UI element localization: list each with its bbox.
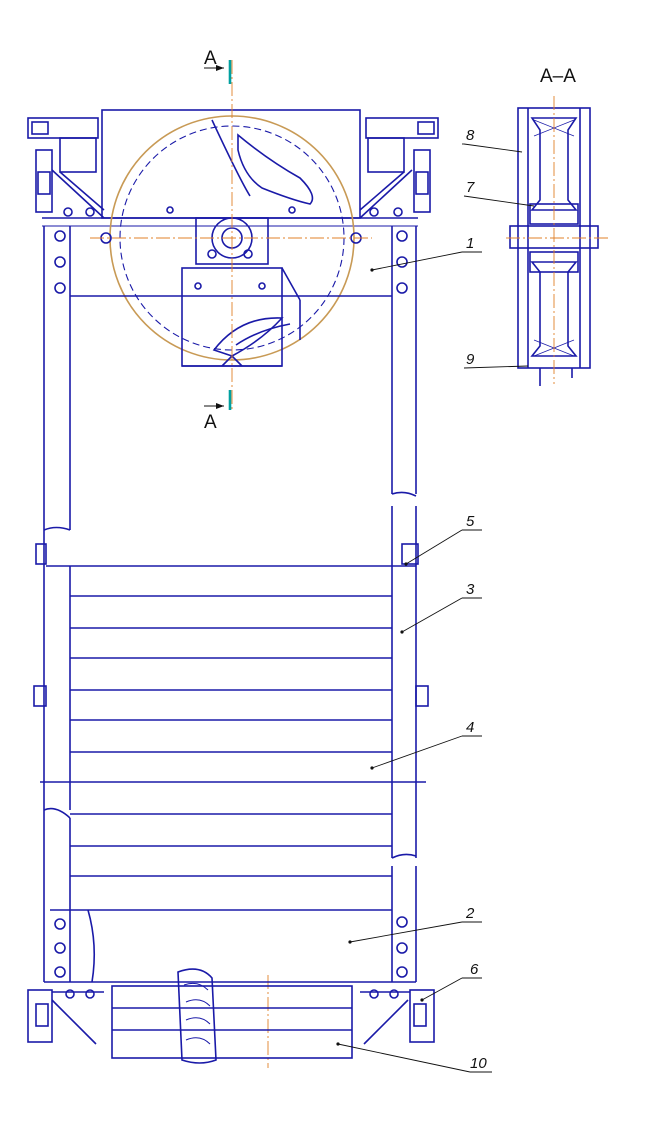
callout-5: 5 (466, 513, 475, 530)
callout-7: 7 (466, 179, 475, 196)
callout-4: 4 (466, 719, 474, 736)
callout-3: 3 (466, 581, 475, 598)
section-letter-bottom: A (204, 412, 217, 433)
section-view-title: A–A (540, 66, 576, 87)
right-bottom-bracket (360, 989, 435, 1045)
bottom-plate-stack (111, 968, 353, 1064)
section-marker-bottom: A (204, 390, 232, 433)
section-a-a-view (506, 96, 610, 386)
right-column (391, 226, 429, 982)
section-letter-top: A (204, 48, 217, 69)
callout-8: 8 (466, 127, 475, 144)
callout-9: 9 (466, 351, 475, 368)
bolt-top-2 (288, 206, 296, 214)
callout-1: 1 (466, 235, 474, 252)
bottom-box (44, 909, 416, 983)
bolt-hub-1 (194, 282, 202, 290)
right-top-bracket (359, 117, 439, 219)
callout-10: 10 (470, 1055, 487, 1072)
callout-leaders (336, 143, 535, 1073)
section-marker-top: A (204, 48, 232, 84)
bolt-hub-2 (258, 282, 266, 290)
left-bottom-bracket (27, 989, 104, 1045)
bolt-top-1 (166, 206, 174, 214)
callout-6: 6 (470, 961, 479, 978)
conveyor-slats (40, 565, 426, 911)
left-top-bracket (27, 117, 105, 219)
callout-2: 2 (465, 905, 475, 922)
left-column (33, 226, 71, 982)
